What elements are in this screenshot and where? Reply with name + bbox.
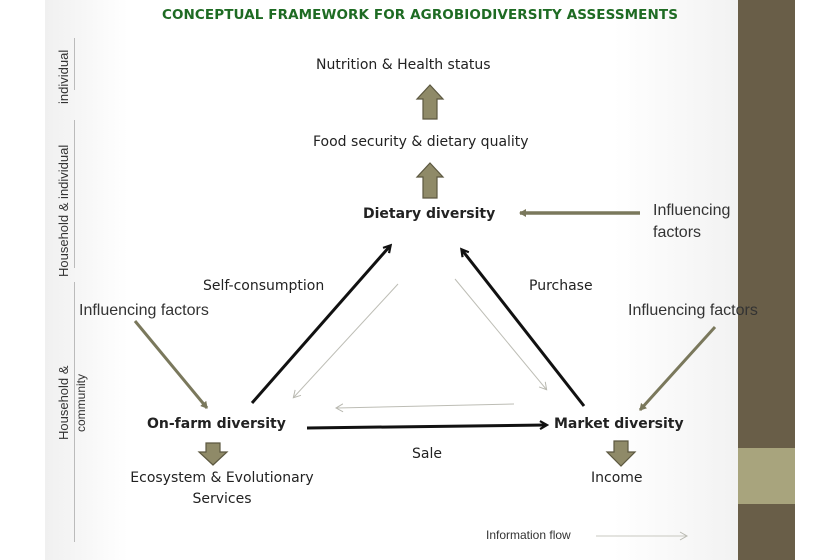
node-ecosystem-services-line2: Services xyxy=(192,491,252,507)
node-ecosystem-services: Ecosystem & Evolutionary Services xyxy=(120,470,324,507)
flow-label-self-consumption: Self-consumption xyxy=(203,278,325,294)
flow-label-purchase: Purchase xyxy=(529,278,593,294)
level-bracket-household-community xyxy=(74,282,75,542)
flow-label-sale: Sale xyxy=(412,446,442,462)
down-arrow-icon xyxy=(197,440,637,467)
legend-information-flow: Information flow xyxy=(486,528,571,542)
node-market-diversity: Market diversity xyxy=(554,416,684,432)
node-nutrition-health: Nutrition & Health status xyxy=(316,57,491,73)
slide-background xyxy=(45,0,738,560)
node-income: Income xyxy=(591,470,643,486)
decorative-side-bar-accent xyxy=(738,448,795,504)
influencing-factors-left: Influencing factors xyxy=(79,302,209,319)
level-bracket-individual xyxy=(74,38,75,90)
diagram-title: CONCEPTUAL FRAMEWORK FOR AGROBIODIVERSIT… xyxy=(161,7,679,23)
node-on-farm-diversity: On-farm diversity xyxy=(147,416,286,432)
influencing-factors-top-line2: factors xyxy=(653,224,702,241)
level-bracket-household-individual xyxy=(74,120,75,268)
up-arrow-icon xyxy=(415,84,445,199)
influencing-factors-top-line1: Influencing xyxy=(653,202,731,219)
node-food-security: Food security & dietary quality xyxy=(313,134,529,150)
influencing-factors-right: Influencing factors xyxy=(628,302,758,319)
influencing-factors-top: Influencing factors xyxy=(653,200,730,244)
node-dietary-diversity: Dietary diversity xyxy=(363,206,496,222)
node-ecosystem-services-line1: Ecosystem & Evolutionary xyxy=(130,470,314,486)
